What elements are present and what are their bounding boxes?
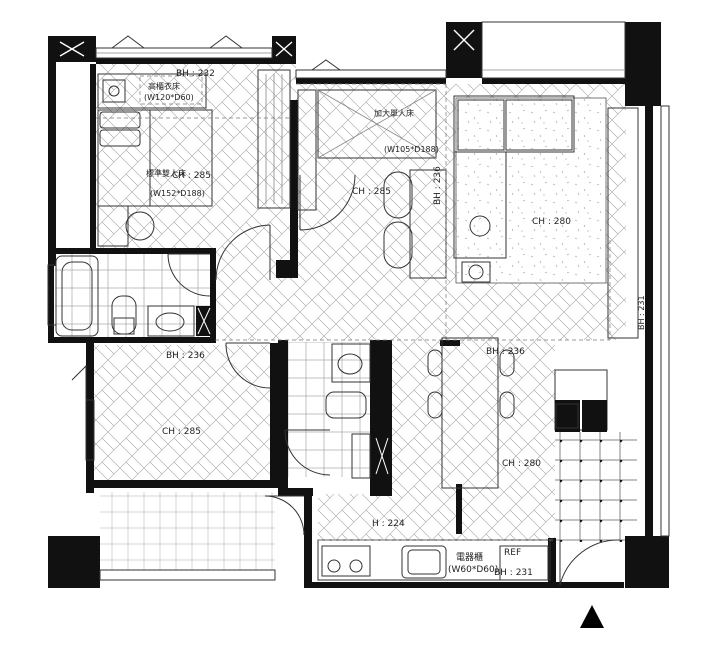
bedside-label: 高櫃衣床 bbox=[148, 81, 180, 91]
master-bedroom bbox=[96, 69, 291, 247]
bedside-size: (W120*D60) bbox=[144, 93, 194, 102]
bath2-floor bbox=[284, 342, 372, 477]
bedroom2-bed-size: (W105*D188) bbox=[384, 145, 439, 154]
living-bh: BH : 236 bbox=[486, 347, 525, 357]
living-rug bbox=[455, 97, 607, 284]
bathroom2 bbox=[325, 343, 390, 479]
kitchen-h: H : 224 bbox=[372, 519, 405, 529]
master-bedroom-ch: CH : 285 bbox=[172, 171, 211, 181]
balcony-south bbox=[100, 492, 275, 570]
ref-label: REF bbox=[504, 548, 521, 558]
windows bbox=[47, 21, 670, 581]
bedroom3-bh: BH : 236 bbox=[166, 351, 205, 361]
bedroom2-bed-label: 加大單人床 bbox=[374, 108, 414, 118]
living-ch: CH : 280 bbox=[532, 217, 571, 227]
master-bed-label: 標準雙人床 bbox=[146, 168, 186, 178]
kitchen-floor bbox=[318, 494, 463, 539]
fridge-size: (W60*D60) bbox=[448, 565, 498, 575]
entry-floor bbox=[555, 432, 637, 542]
column-markers bbox=[59, 29, 475, 57]
north-arrow-icon bbox=[580, 605, 604, 628]
ref-bh: BH : 231 bbox=[494, 568, 533, 578]
bedroom3-floor bbox=[94, 345, 274, 480]
bathroom1 bbox=[55, 255, 212, 337]
fridge-label: 電器櫃 bbox=[456, 551, 483, 563]
bedroom2-ch: CH : 285 bbox=[352, 187, 391, 197]
master-bedroom-floor bbox=[96, 64, 296, 284]
master-bed-size: (W152*D188) bbox=[150, 189, 205, 198]
master-bedroom-bh: BH : 232 bbox=[176, 69, 215, 79]
dining-ch: CH : 280 bbox=[502, 459, 541, 469]
living-room bbox=[215, 84, 639, 341]
walls bbox=[48, 22, 669, 588]
bedroom2-floor bbox=[296, 84, 446, 284]
kitchen bbox=[317, 539, 555, 581]
bedroom2-bh: BH : 236 bbox=[433, 166, 443, 205]
dining bbox=[427, 337, 608, 489]
bedroom3-ch: CH : 285 bbox=[162, 427, 201, 437]
side-bh: BH : 231 bbox=[637, 295, 646, 330]
doors bbox=[71, 35, 621, 586]
